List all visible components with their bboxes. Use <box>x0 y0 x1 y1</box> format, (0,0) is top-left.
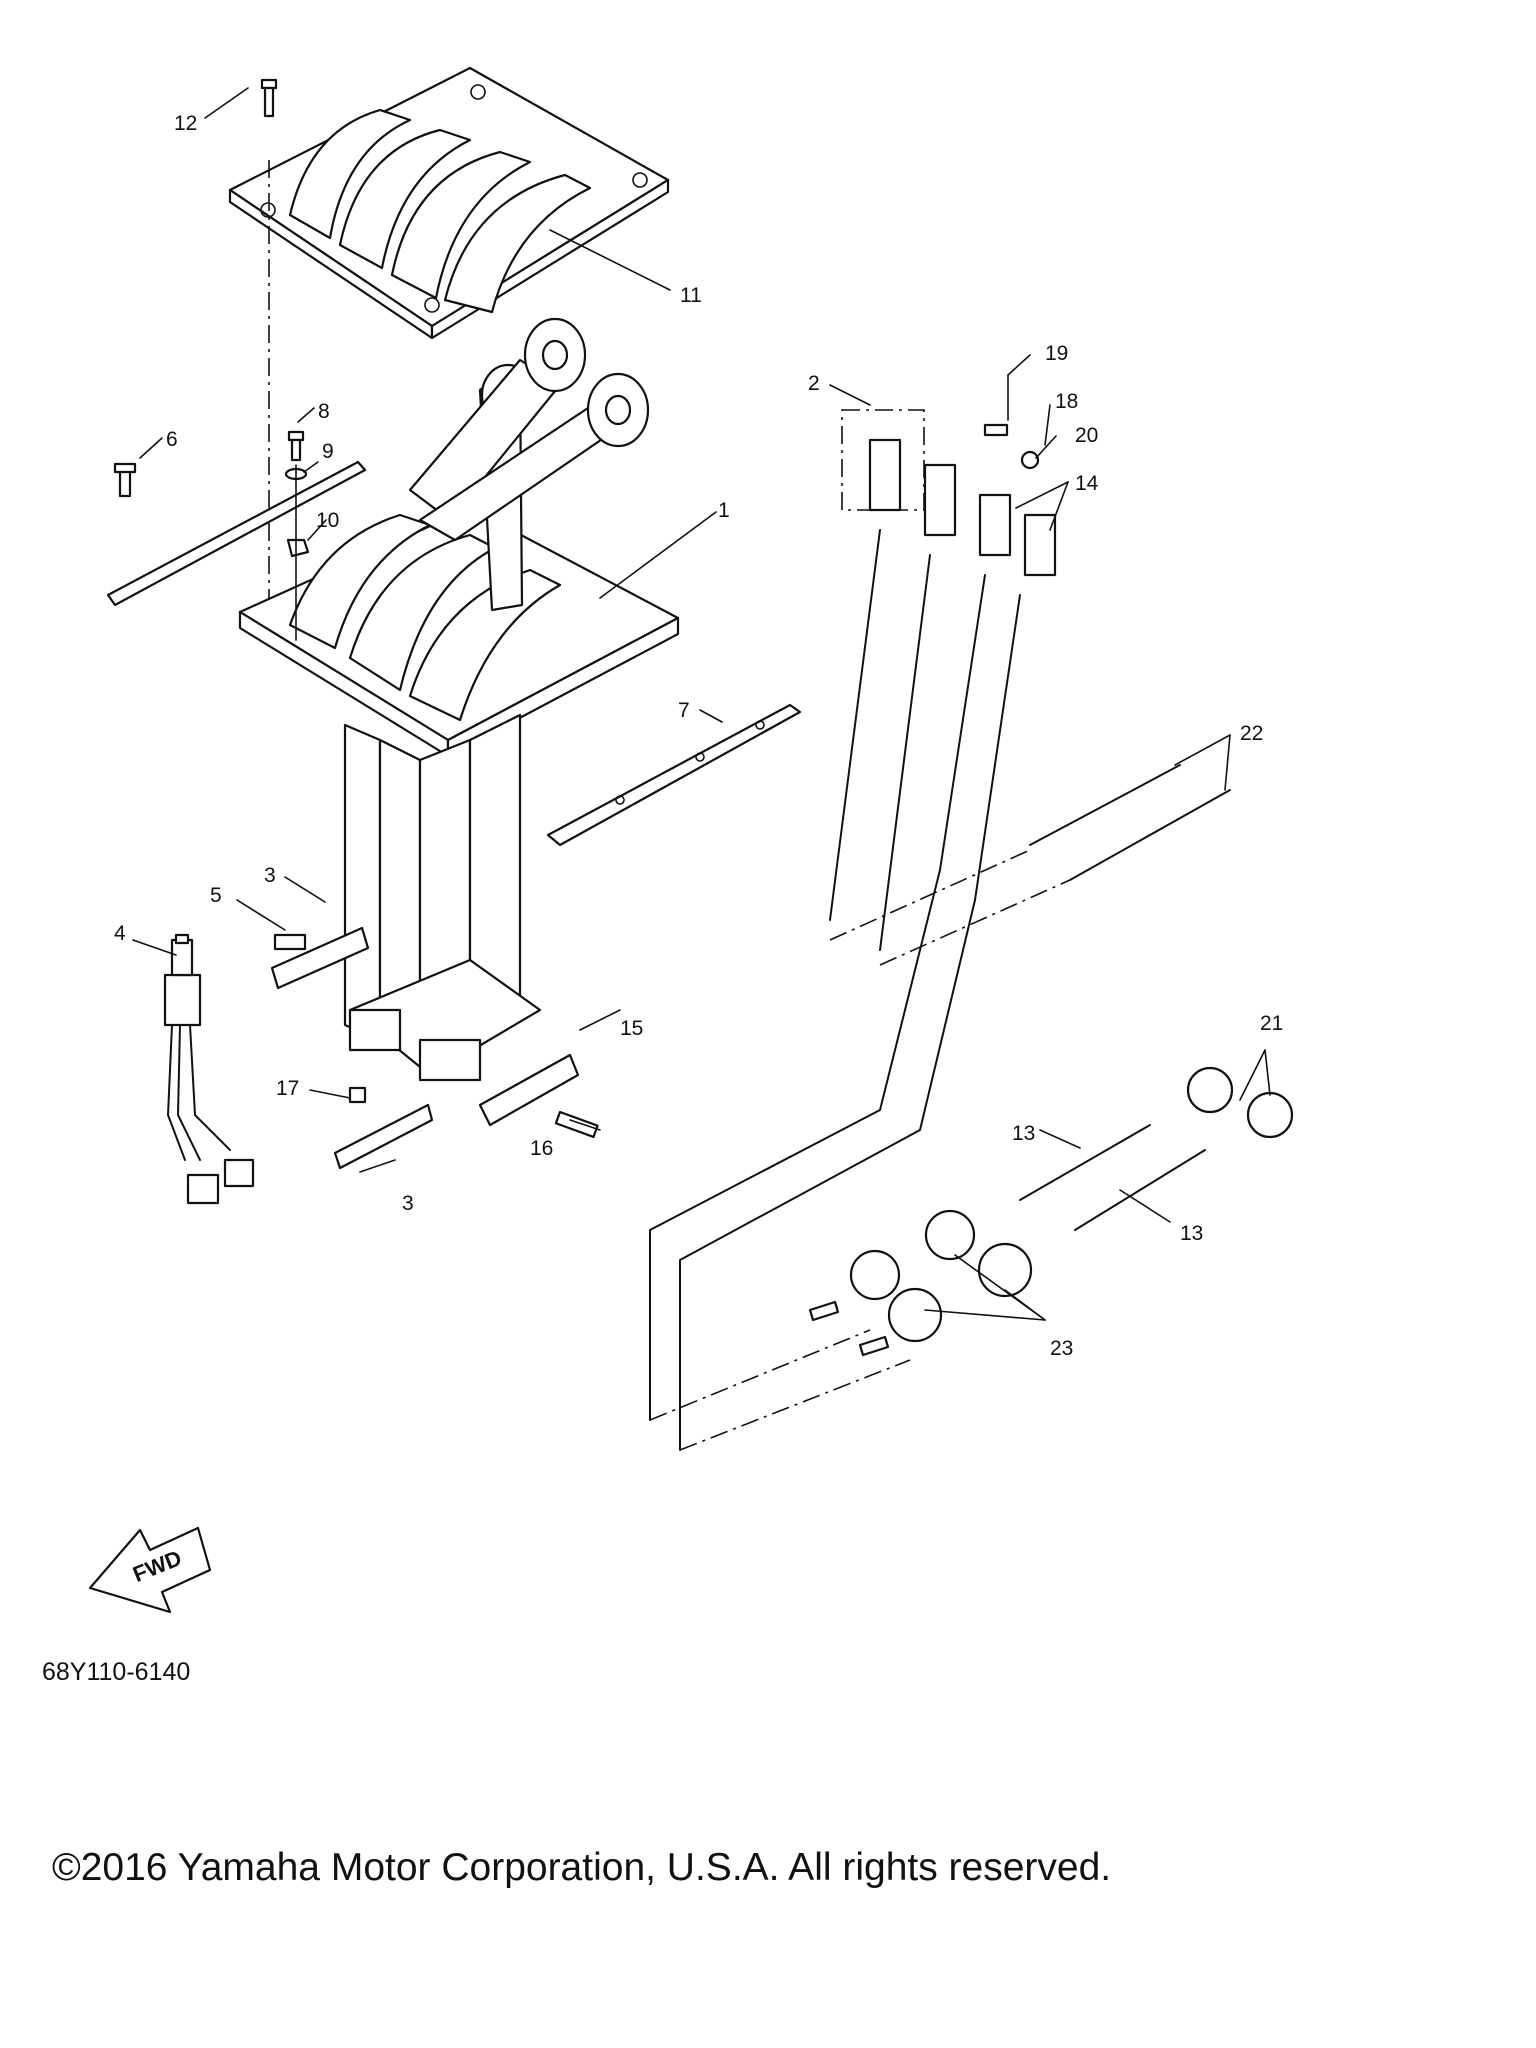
screw-part-12 <box>260 78 278 610</box>
callout-23: 23 <box>1050 1337 1073 1360</box>
callout-1: 1 <box>718 499 730 522</box>
control-box-part <box>238 317 680 1082</box>
callout-21: 21 <box>1260 1012 1283 1035</box>
callout-20: 20 <box>1075 424 1098 447</box>
callout-8: 8 <box>318 400 330 423</box>
callout-12: 12 <box>174 112 197 135</box>
control-cables-part <box>649 529 1071 1451</box>
plate-part-7 <box>546 703 802 847</box>
callout-2: 2 <box>808 372 820 395</box>
callout-15: 15 <box>620 1017 643 1040</box>
cable-clamps-part <box>841 409 1057 577</box>
callout-3-lower: 3 <box>402 1192 414 1215</box>
gasket-plate-part <box>106 430 367 641</box>
callout-22: 22 <box>1240 722 1263 745</box>
small-parts <box>270 926 599 1170</box>
top-cover-part <box>228 66 670 340</box>
callout-10: 10 <box>316 509 339 532</box>
cable-ends-part <box>808 764 1294 1357</box>
copyright-notice: ©2016 Yamaha Motor Corporation, U.S.A. A… <box>52 1846 1111 1889</box>
callout-19: 19 <box>1045 342 1068 365</box>
callout-5: 5 <box>210 884 222 907</box>
callout-13-upper: 13 <box>1012 1122 1035 1145</box>
callout-7: 7 <box>678 699 690 722</box>
callout-6: 6 <box>166 428 178 451</box>
callout-14: 14 <box>1075 472 1099 495</box>
callout-18: 18 <box>1055 390 1078 413</box>
callout-16: 16 <box>530 1137 553 1160</box>
fwd-arrow-icon: FWD <box>88 1526 212 1614</box>
callout-17: 17 <box>276 1077 299 1100</box>
callout-leaders <box>132 87 1271 1321</box>
callout-11: 11 <box>680 284 702 307</box>
callout-3-upper: 3 <box>264 864 276 887</box>
callout-9: 9 <box>322 440 334 463</box>
diagram-code: 68Y110-6140 <box>42 1658 190 1686</box>
callout-labels: 12 11 8 9 6 10 1 2 19 18 20 14 7 22 3 5 … <box>114 112 1283 1360</box>
neutral-switch-part <box>163 933 255 1205</box>
callout-13-lower: 13 <box>1180 1222 1203 1245</box>
callout-4: 4 <box>114 922 126 945</box>
